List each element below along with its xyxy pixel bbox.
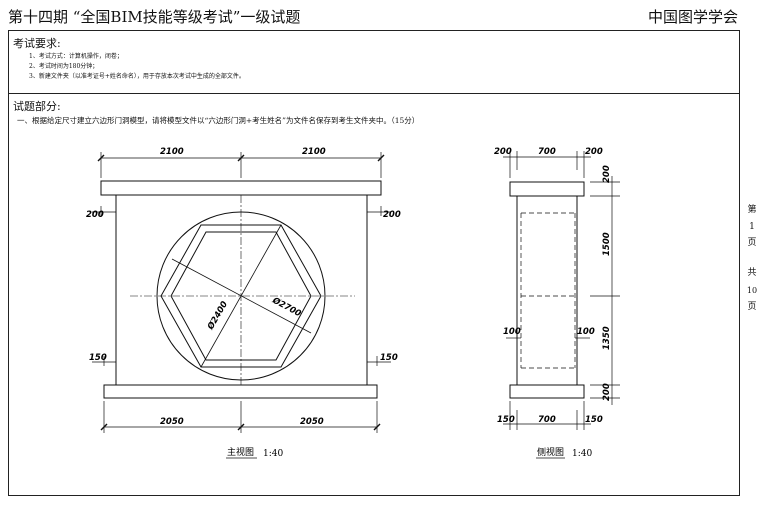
side-dim-bottom-middle: 700 <box>538 415 556 425</box>
side-wall <box>516 195 578 386</box>
page-number: 1 <box>749 222 755 232</box>
dim-bottom-left: 2050 <box>160 417 184 427</box>
requirements-heading: 考试要求: <box>13 37 61 50</box>
page-label-gong: 共 <box>747 268 757 278</box>
requirement-item: 1、考试方式：计算机操作，闭卷； <box>29 53 123 60</box>
dim-top-right: 2100 <box>302 147 326 157</box>
requirement-item: 2、考试时间为180分钟； <box>29 63 99 70</box>
side-top-beam <box>509 181 585 197</box>
bottom-beam <box>103 384 378 399</box>
side-bottom-beam <box>509 384 585 399</box>
dim-top-left: 2100 <box>160 147 184 157</box>
dim-hexagon-diameter: Ø2400 <box>205 299 231 332</box>
organization-name: 中国图学学会 <box>647 8 738 26</box>
side-dim-right-4: 200 <box>602 383 612 401</box>
side-dim-mid-left: 100 <box>503 327 521 337</box>
side-dim-top-left: 200 <box>494 147 512 157</box>
inner-hexagon <box>170 231 312 361</box>
page-label-ye-2: 页 <box>747 302 757 312</box>
front-view-drawing <box>92 152 391 459</box>
requirement-item: 3、新建文件夹（以准考证号+姓名命名），用于存放本次考试中生成的全部文件。 <box>29 73 245 80</box>
dim-right-upper: 200 <box>383 210 401 220</box>
requirements-section: 考试要求: 1、考试方式：计算机操作，闭卷； 2、考试时间为180分钟； 3、新… <box>9 31 739 94</box>
wall-body <box>115 194 368 386</box>
side-dim-right-1: 200 <box>602 165 612 183</box>
side-view-scale: 1:40 <box>572 449 592 459</box>
front-view-scale: 1:40 <box>263 449 283 459</box>
exam-frame: 考试要求: 1、考试方式：计算机操作，闭卷； 2、考试时间为180分钟； 3、新… <box>8 30 740 496</box>
side-dim-mid-right: 100 <box>577 327 595 337</box>
side-dim-right-2: 1500 <box>602 232 612 256</box>
page-total: 10 <box>746 286 758 295</box>
dim-circle-diameter: Ø2700 <box>270 294 303 319</box>
side-dim-right-3: 1350 <box>602 326 612 350</box>
dim-bottom-right: 2050 <box>300 417 324 427</box>
page-label-ye: 页 <box>747 238 757 248</box>
question-1-text: 一、根据给定尺寸建立六边形门洞模型，请将模型文件以“六边形门洞+考生姓名”为文件… <box>17 116 420 125</box>
side-dim-top-right: 200 <box>585 147 603 157</box>
side-dim-bottom-left: 150 <box>497 415 515 425</box>
opening-circle <box>156 211 326 381</box>
page-title: 第十四期 “全国BIM技能等级考试”一级试题 <box>8 8 301 26</box>
dim-left-upper: 200 <box>86 210 104 220</box>
side-view-drawing <box>503 151 620 459</box>
top-beam <box>100 180 382 196</box>
dim-right-lower: 150 <box>380 353 398 363</box>
page-label-di: 第 <box>747 205 757 215</box>
questions-heading: 试题部分: <box>13 100 61 113</box>
front-view-caption: 主视图 <box>227 446 254 458</box>
side-view-caption: 侧视图 <box>537 446 564 458</box>
dim-left-lower: 150 <box>89 353 107 363</box>
side-dim-top-middle: 700 <box>538 147 556 157</box>
side-dim-bottom-right: 150 <box>585 415 603 425</box>
